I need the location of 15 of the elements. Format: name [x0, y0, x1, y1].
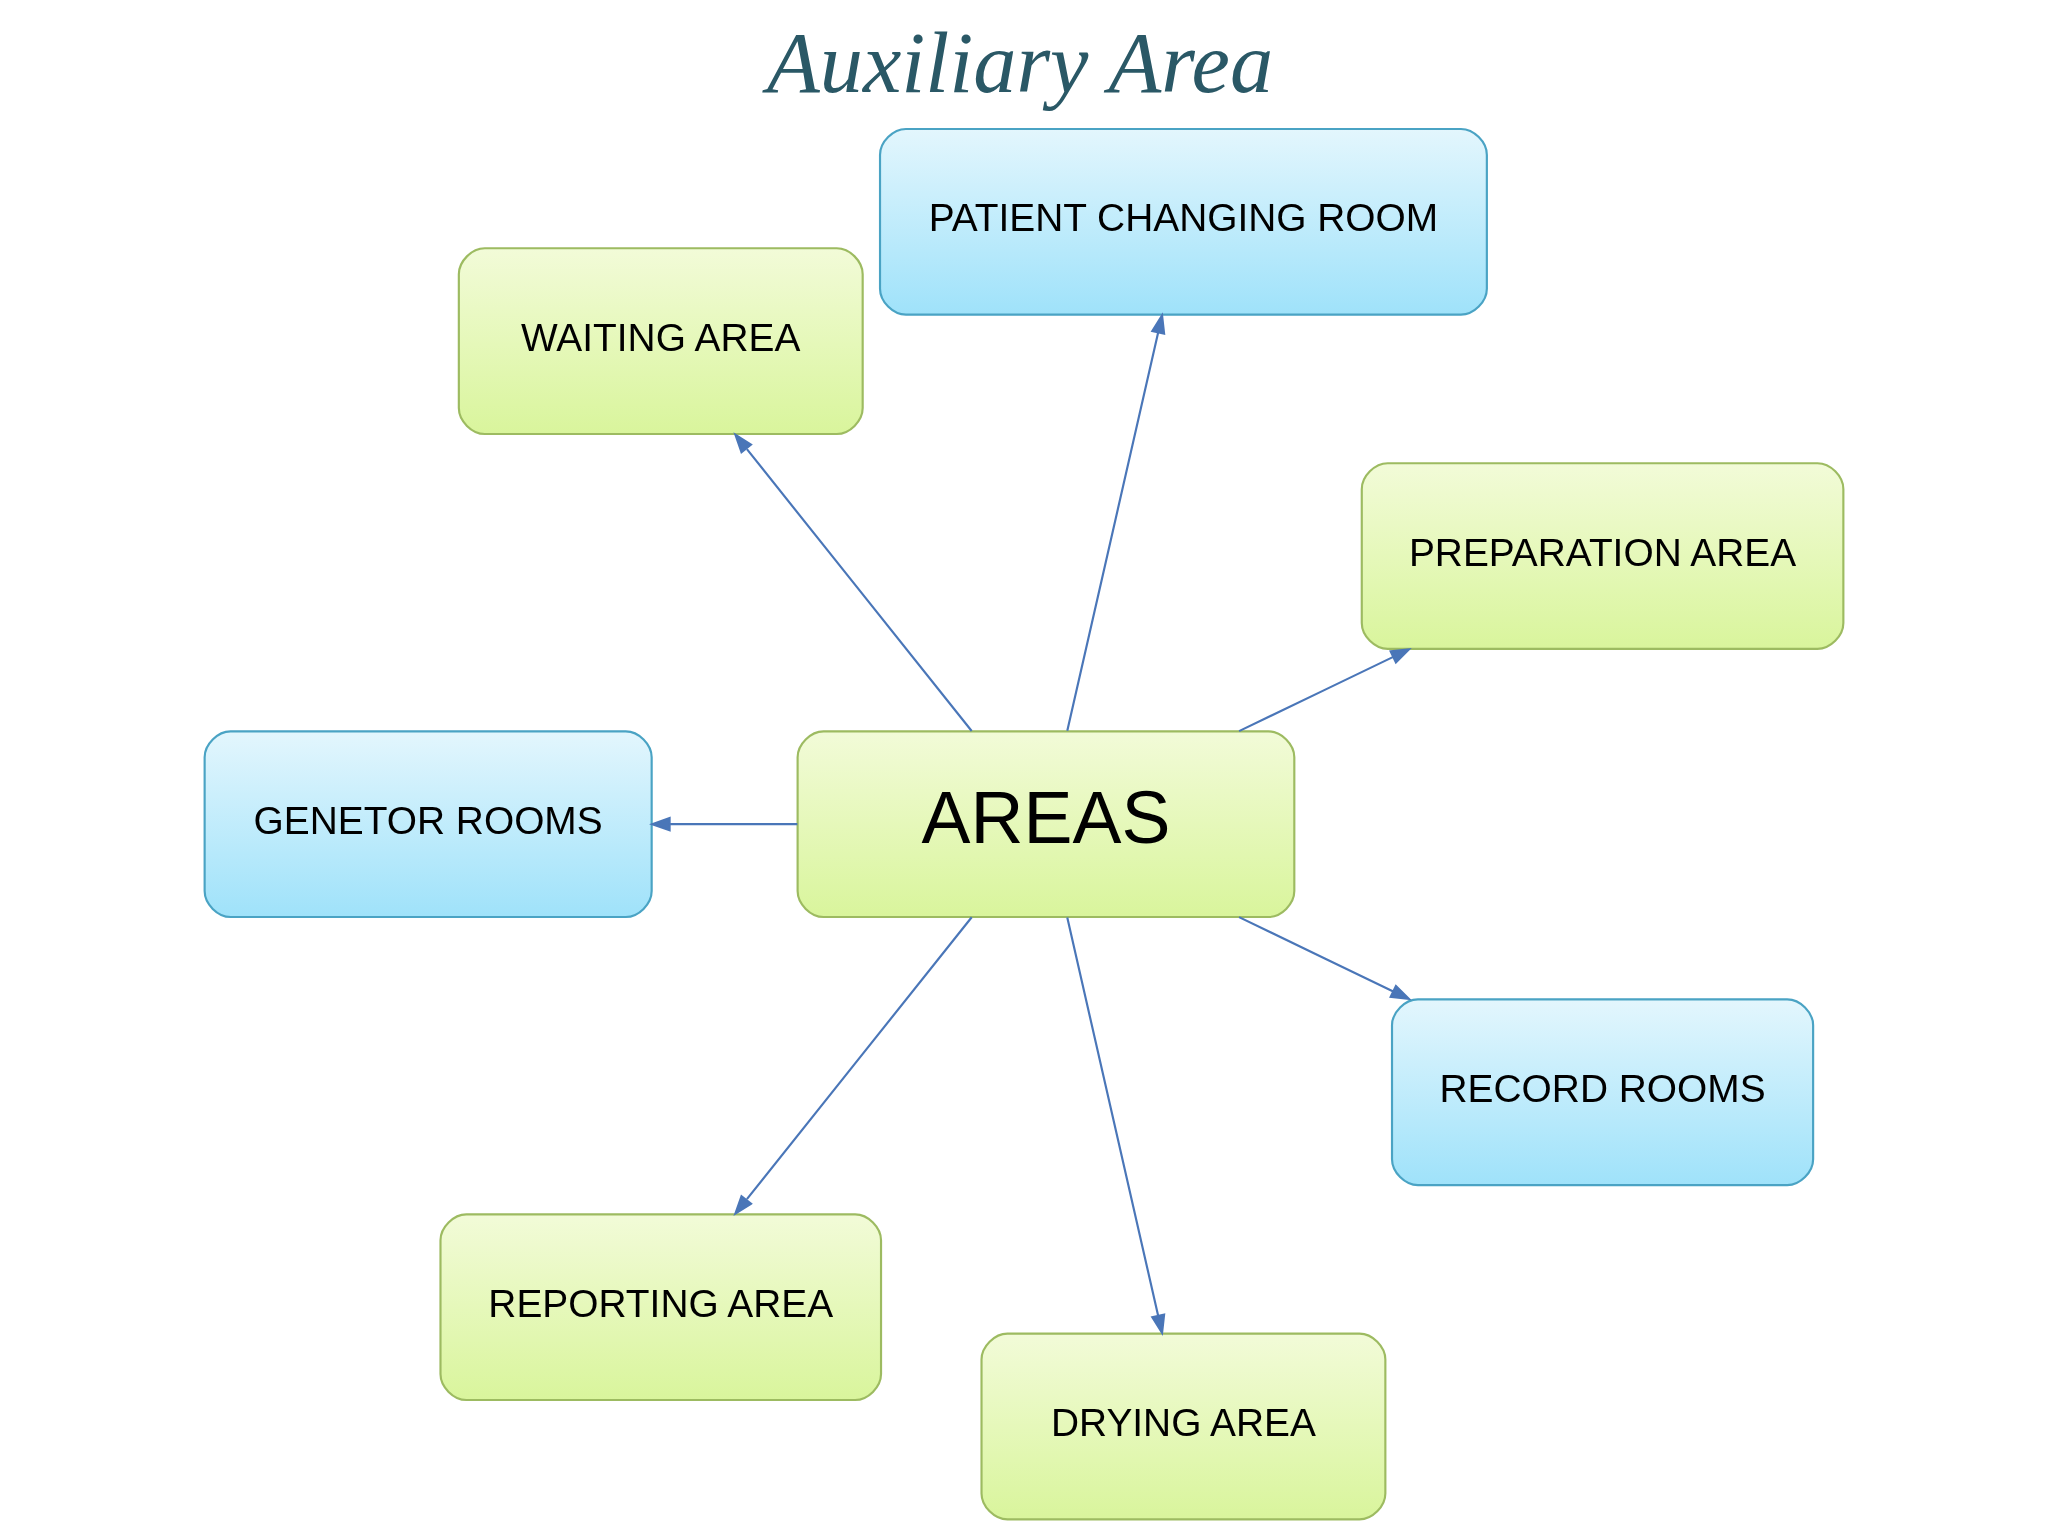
arrow — [1066, 312, 1166, 731]
node-box: RECORD ROOMS — [1390, 998, 1815, 1187]
node-box: REPORTING AREA — [439, 1213, 883, 1402]
node-box: WAITING AREA — [457, 247, 864, 436]
arrow — [1238, 916, 1412, 1001]
arrow — [733, 432, 973, 732]
arrow — [733, 916, 973, 1217]
node-box: PATIENT CHANGING ROOM — [878, 127, 1488, 316]
arrow — [649, 816, 798, 832]
node-box: GENETOR ROOMS — [203, 730, 653, 919]
arrow — [1066, 917, 1166, 1336]
arrow — [1238, 647, 1412, 733]
node-box: PREPARATION AREA — [1360, 462, 1845, 651]
node-box: AREAS — [796, 730, 1296, 919]
node-box: DRYING AREA — [980, 1332, 1387, 1521]
